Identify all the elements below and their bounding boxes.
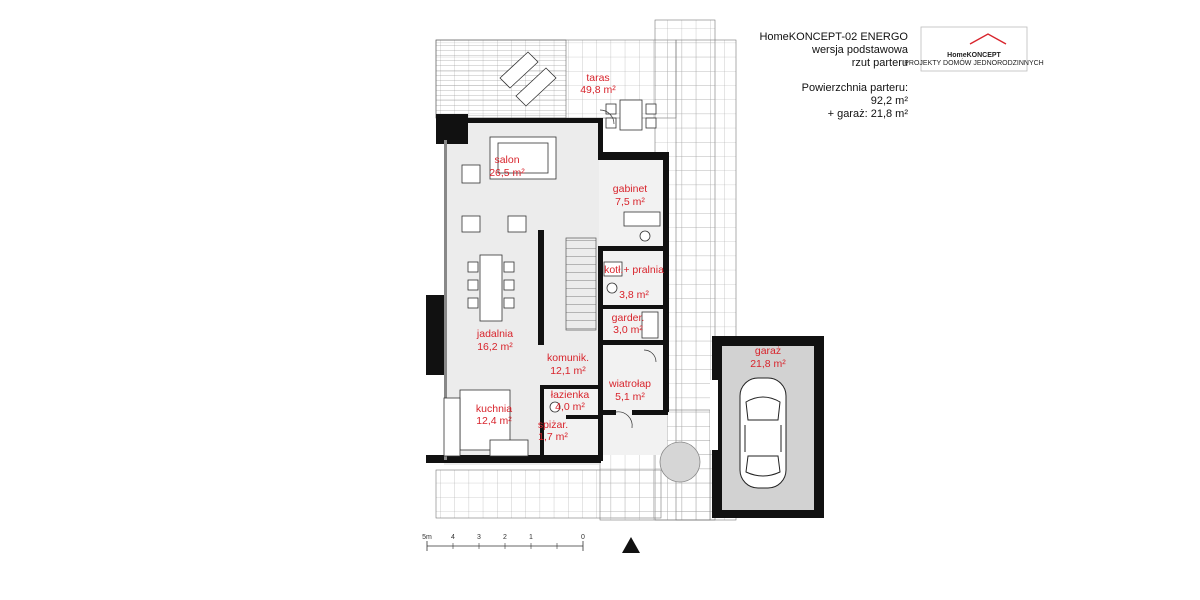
room-area-wiatrolap: 5,1 m²: [615, 391, 645, 403]
garage: [710, 336, 824, 518]
area-label: Powierzchnia parteru:: [802, 82, 908, 94]
sheet-name: rzut parteru: [852, 57, 908, 69]
north-arrow-icon: [622, 537, 640, 553]
room-name-wiatrolap: wiatrołap: [608, 378, 651, 390]
armchair-icon: [507, 215, 527, 233]
walls: [426, 114, 669, 463]
doors: [599, 109, 657, 429]
car-icon: [739, 377, 787, 489]
homekoncept-logo: HomeKONCEPT PROJEKTY DOMÓW JEDNORODZINNY…: [904, 26, 1044, 72]
furniture: [443, 51, 661, 457]
scale-tick-label: 1: [529, 534, 533, 541]
room-name-garaz: garaż: [755, 345, 781, 357]
scale-tick-label: 4: [451, 534, 455, 541]
boiler-icon: [606, 282, 618, 294]
washer-icon: [603, 261, 623, 277]
garage-area: + garaż: 21,8 m²: [828, 108, 909, 120]
sofa-icon: [489, 136, 557, 180]
wardrobe-icon: [641, 311, 659, 339]
room-name-jadalnia: jadalnia: [476, 328, 513, 340]
scale-tick-label: 5m: [422, 534, 432, 541]
sunbed-icon: [499, 51, 557, 107]
tree-icon: [659, 441, 701, 483]
toilet-icon: [639, 230, 651, 242]
kitchen-counter-icon: [443, 389, 529, 457]
title-block: HomeKONCEPT-02 ENERGO wersja podstawowa …: [759, 31, 908, 120]
room-name-gabinet: gabinet: [613, 183, 648, 195]
room-area-salon: 26,5 m²: [489, 167, 525, 179]
room-name-spizarnia: spiżar.: [538, 419, 568, 431]
room-name-kuchnia: kuchnia: [476, 403, 512, 415]
area-value: 92,2 m²: [871, 95, 909, 107]
staircase: [565, 237, 597, 331]
room-labels: taras 49,8 m² salon 26,5 m² gabinet 7,5 …: [476, 72, 786, 443]
room-area-lazienka: 4,0 m²: [555, 401, 585, 413]
dining-table-icon: [467, 254, 515, 322]
room-name-salon: salon: [494, 154, 519, 166]
room-area-komunikacja: 12,1 m²: [550, 365, 586, 377]
room-area-taras: 49,8 m²: [580, 84, 616, 96]
room-name-taras: taras: [586, 72, 609, 84]
room-area-garderoba: 3,0 m²: [613, 324, 643, 336]
room-name-lazienka: łazienka: [551, 389, 590, 401]
room-area-gabinet: 7,5 m²: [615, 196, 645, 208]
project-variant: wersja podstawowa: [811, 44, 909, 56]
armchair-icon: [461, 164, 481, 184]
room-name-komunikacja: komunik.: [547, 352, 589, 364]
toilet-icon: [549, 401, 561, 413]
logo-tagline: PROJEKTY DOMÓW JEDNORODZINNYCH: [904, 58, 1044, 67]
armchair-icon: [461, 215, 481, 233]
desk-icon: [623, 211, 661, 227]
scale-tick-label: 2: [503, 534, 507, 541]
room-area-spizarnia: 1,7 m²: [538, 431, 568, 443]
scale-tick-label: 3: [477, 534, 481, 541]
outdoor-table-icon: [605, 99, 657, 131]
project-name: HomeKONCEPT-02 ENERGO: [759, 31, 908, 43]
room-area-kuchnia: 12,4 m²: [476, 415, 512, 427]
room-area-jadalnia: 16,2 m²: [477, 341, 513, 353]
room-area-kotlownia: 3,8 m²: [619, 289, 649, 301]
scale-bar: 5m 4 3 2 1 0: [422, 534, 585, 551]
room-area-garaz: 21,8 m²: [750, 358, 786, 370]
logo-brand: HomeKONCEPT: [947, 52, 1001, 59]
scale-tick-label: 0: [581, 534, 585, 541]
room-name-garderoba: garder.: [612, 312, 645, 324]
room-name-kotlownia: kotł.+ pralnia: [604, 264, 664, 276]
